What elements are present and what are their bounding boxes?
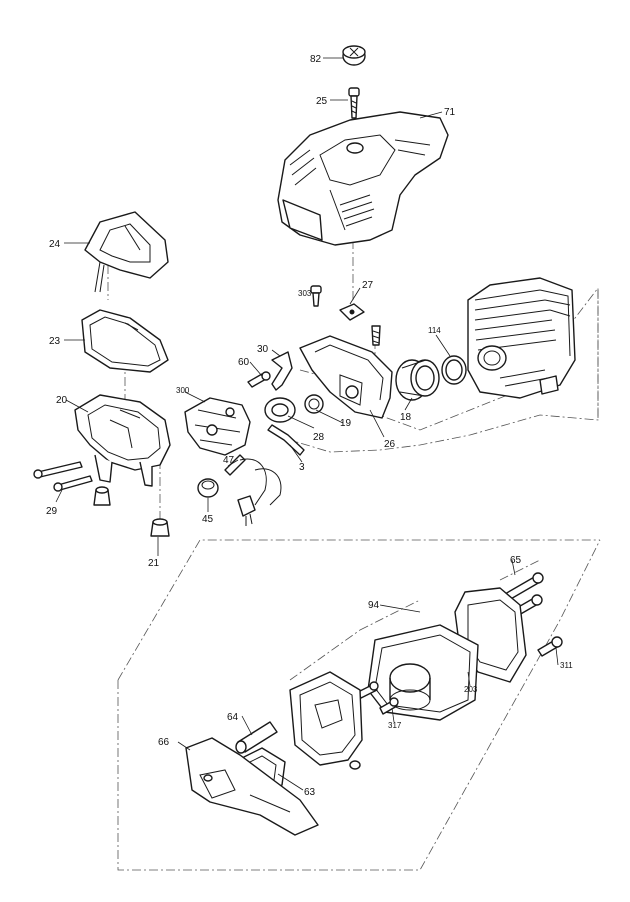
callout-64: 64 xyxy=(227,712,239,723)
part-311-bolt xyxy=(537,636,563,657)
part-114-gasket-ring xyxy=(441,355,467,385)
callout-labels: 82 25 71 24 23 303 27 30 60 114 300 20 2… xyxy=(46,54,573,798)
part-20-intake-housing xyxy=(74,394,171,487)
callout-203: 203 xyxy=(464,685,478,694)
callout-66: 66 xyxy=(158,737,170,748)
part-27-nut xyxy=(339,303,365,321)
part-64-pipe xyxy=(235,721,278,754)
part-45-primer-bulb xyxy=(197,468,282,526)
part-29-screws xyxy=(33,461,93,492)
callout-71: 71 xyxy=(444,107,456,118)
callout-24: 24 xyxy=(49,239,61,250)
callout-25: 25 xyxy=(316,96,328,107)
part-24-filter-frame xyxy=(84,211,169,293)
callout-19: 19 xyxy=(340,418,352,429)
part-30-bracket xyxy=(271,351,293,391)
part-82-cap xyxy=(342,45,366,66)
callout-26: 26 xyxy=(384,439,396,450)
callout-20: 20 xyxy=(56,395,68,406)
callout-23: 23 xyxy=(49,336,61,347)
part-25-screw xyxy=(348,87,360,119)
callout-3: 3 xyxy=(299,462,305,473)
part-26-insulator-plate xyxy=(299,335,393,419)
muffler-inner-body xyxy=(289,671,363,770)
callout-65: 65 xyxy=(510,555,522,566)
callout-27: 27 xyxy=(362,280,374,291)
callout-317: 317 xyxy=(388,721,402,730)
callout-303: 303 xyxy=(298,289,312,298)
part-303-screw xyxy=(310,285,322,307)
callout-82: 82 xyxy=(310,54,322,65)
part-3-hose xyxy=(267,424,305,456)
part-21-grommets xyxy=(93,486,170,537)
callout-60: 60 xyxy=(238,357,250,368)
leader-lines xyxy=(55,57,559,791)
part-23-filter xyxy=(81,309,169,373)
part-28-flange xyxy=(264,397,296,423)
part-18-intake-manifold xyxy=(395,359,440,401)
callout-29: 29 xyxy=(46,506,58,517)
callout-311: 311 xyxy=(560,661,573,670)
part-66-heat-shield xyxy=(185,737,319,836)
callout-63: 63 xyxy=(304,787,316,798)
callout-300: 300 xyxy=(176,386,190,395)
cylinder-assembly xyxy=(467,277,576,399)
stud-bolt xyxy=(371,325,381,346)
part-47-fuel-line xyxy=(224,454,267,506)
callout-18: 18 xyxy=(400,412,412,423)
part-300-carburetor xyxy=(184,397,251,456)
part-203-muffler-body xyxy=(367,624,479,721)
callout-114: 114 xyxy=(428,326,441,335)
callout-45: 45 xyxy=(202,514,214,525)
part-60-screw xyxy=(247,371,271,388)
callout-28: 28 xyxy=(313,432,325,443)
callout-47: 47 xyxy=(223,455,235,466)
callout-94: 94 xyxy=(368,600,380,611)
callout-21: 21 xyxy=(148,558,160,569)
part-71-top-cover xyxy=(277,111,449,246)
callout-30: 30 xyxy=(257,344,269,355)
part-19-ring xyxy=(304,394,324,414)
